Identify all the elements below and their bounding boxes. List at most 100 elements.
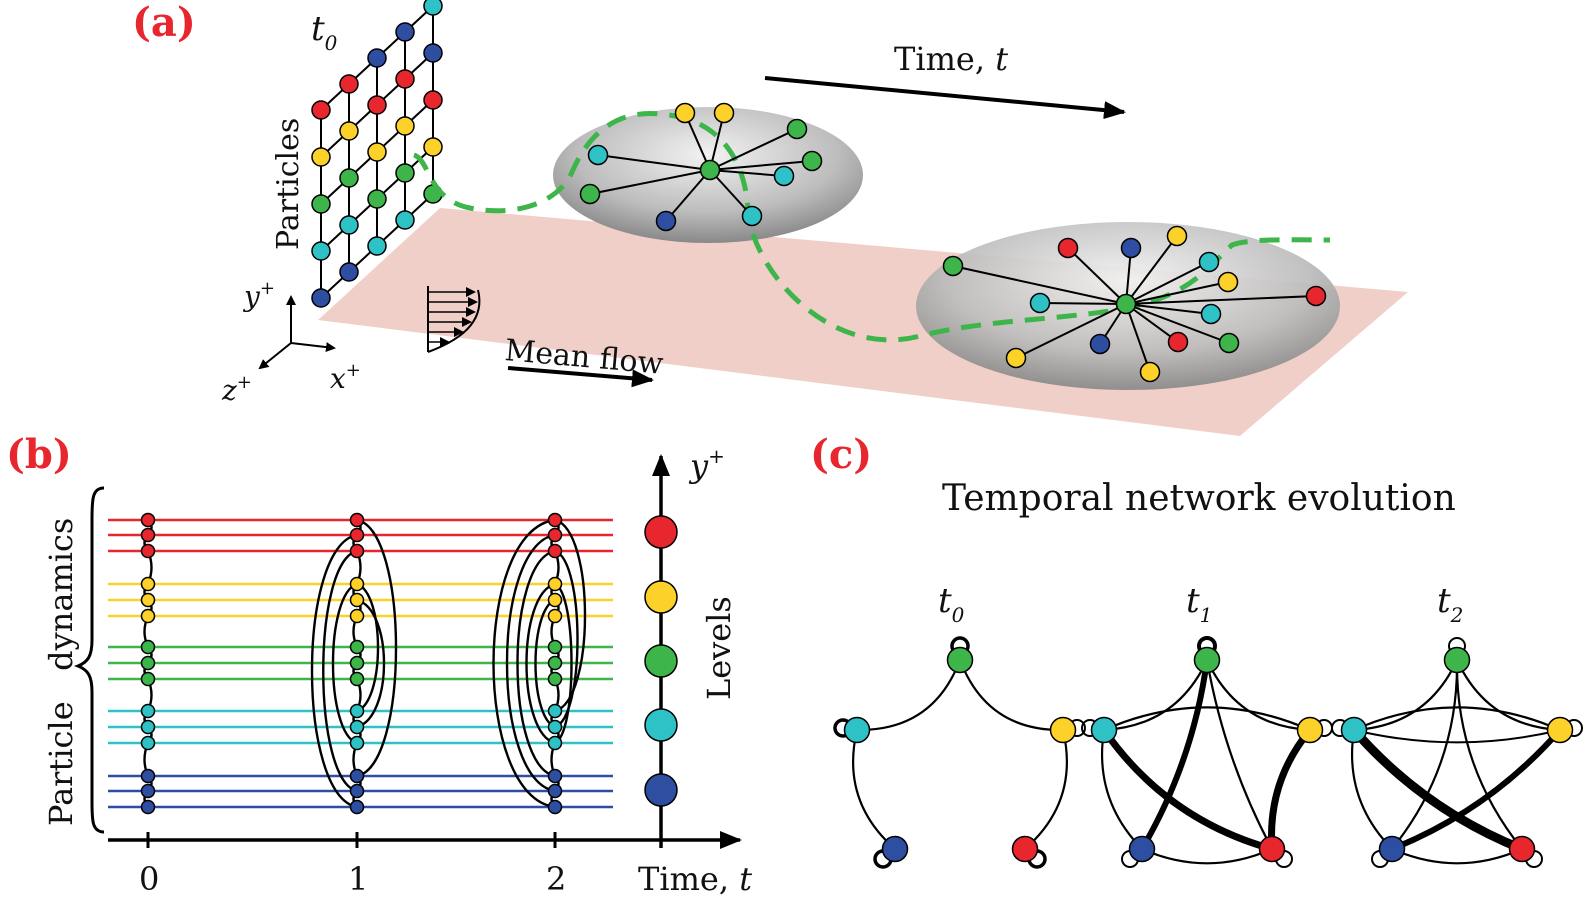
grid-particle — [367, 95, 387, 115]
network-node — [1011, 835, 1039, 863]
cluster-particle — [1120, 237, 1142, 259]
trajectory-particle — [349, 735, 365, 751]
trajectory-particle — [140, 768, 156, 784]
cluster-particle — [587, 144, 609, 166]
grid-particle — [339, 121, 359, 141]
grid-particle — [395, 116, 415, 136]
time-ticks: 0 1 2 — [139, 832, 566, 898]
trajectory-particle — [140, 576, 156, 592]
panel-c: (c) Temporal network evolution t0 t1 t2 — [810, 431, 1583, 869]
trajectory-particle — [349, 703, 365, 719]
panel-c-title: Temporal network evolution — [942, 478, 1456, 519]
levels-label: Levels — [700, 596, 738, 700]
grid-particle — [311, 147, 331, 167]
network-node — [1378, 835, 1406, 863]
trajectory-particle — [349, 639, 365, 655]
trajectory-particle — [349, 783, 365, 799]
time-tick-label: 2 — [546, 860, 566, 898]
trajectory-particle — [547, 783, 563, 799]
cluster-particle — [1057, 237, 1079, 259]
trajectory-particle — [547, 671, 563, 687]
cluster-particle — [773, 165, 795, 187]
particle-grid — [311, 0, 443, 308]
panel-a-label: (a) — [132, 0, 196, 46]
grid-particle — [339, 74, 359, 94]
grid-particle — [395, 163, 415, 183]
trajectory-particle — [349, 576, 365, 592]
level-marker — [644, 708, 678, 742]
cluster-particle — [1139, 361, 1161, 383]
trajectory-particle — [140, 799, 156, 815]
level-marker — [644, 644, 678, 678]
trajectory-particle — [547, 527, 563, 543]
trajectory-particle — [547, 719, 563, 735]
grid-particle — [395, 210, 415, 230]
grid-particle — [367, 236, 387, 256]
trajectory-particle — [349, 592, 365, 608]
grid-particle — [395, 69, 415, 89]
trajectory-particle — [140, 703, 156, 719]
grid-particle — [311, 288, 331, 308]
axis-z-label: z+ — [221, 372, 252, 407]
trajectory-particle — [547, 576, 563, 592]
grid-particle — [339, 168, 359, 188]
trajectory-particle — [140, 512, 156, 528]
time-label-a: Time, t — [894, 40, 1008, 78]
cluster-particle — [1167, 331, 1189, 353]
grid-particle — [311, 100, 331, 120]
level-marker — [644, 773, 678, 807]
cluster-particle — [1089, 333, 1111, 355]
network-node — [1128, 835, 1156, 863]
panel-c-label: (c) — [810, 431, 872, 478]
axis-y-label: y+ — [242, 278, 275, 313]
trajectory-particle — [140, 592, 156, 608]
velocity-profile — [427, 286, 481, 353]
cluster-particle — [741, 205, 763, 227]
temporal-networks: t0 t1 t2 — [833, 581, 1583, 869]
trajectory-particle — [547, 543, 563, 559]
trajectory-particle — [349, 527, 365, 543]
grid-particle — [311, 241, 331, 261]
cluster-particle — [713, 102, 735, 124]
cluster-particle — [1305, 285, 1327, 307]
trajectory-particle — [547, 608, 563, 624]
time-arrow-a — [764, 76, 1126, 120]
snapshot-time-label: t1 — [1186, 581, 1212, 627]
panel-a: (a) t0 Particles y+ x+ z+ Mean flow — [132, 0, 1408, 436]
network-node — [881, 835, 909, 863]
axis-x-arrow — [290, 342, 336, 353]
trajectory-particle — [349, 655, 365, 671]
trajectory-particle — [140, 735, 156, 751]
network-snapshot: t0 — [833, 581, 1086, 869]
level-markers — [644, 515, 678, 807]
grid-particle — [423, 43, 443, 63]
trajectory-particle — [140, 719, 156, 735]
network-snapshot: t2 — [1331, 581, 1583, 868]
network-snapshot: t1 — [1081, 581, 1333, 868]
grid-particle — [423, 90, 443, 110]
trajectory-particle — [547, 735, 563, 751]
panel-b-label: (b) — [6, 431, 72, 478]
trajectory-particle — [140, 543, 156, 559]
trajectory-particle — [349, 608, 365, 624]
trajectory-particle — [349, 719, 365, 735]
trajectory-particle — [140, 671, 156, 687]
cluster-hub-particle — [699, 159, 721, 181]
trajectory-particle — [547, 512, 563, 528]
cluster-particle — [801, 150, 823, 172]
particles-label: Particles — [271, 118, 306, 250]
network-node — [1090, 716, 1118, 744]
cluster-particle — [786, 118, 808, 140]
trajectory-particle — [547, 703, 563, 719]
network-node — [1296, 716, 1324, 744]
network-node — [1546, 716, 1574, 744]
grid-particle — [311, 194, 331, 214]
time-tick-label: 0 — [139, 860, 159, 898]
network-node — [1258, 835, 1286, 863]
particle-dots — [140, 512, 563, 815]
network-node — [1443, 646, 1471, 674]
time-tick-label: 1 — [348, 860, 368, 898]
trajectory-particle — [349, 799, 365, 815]
